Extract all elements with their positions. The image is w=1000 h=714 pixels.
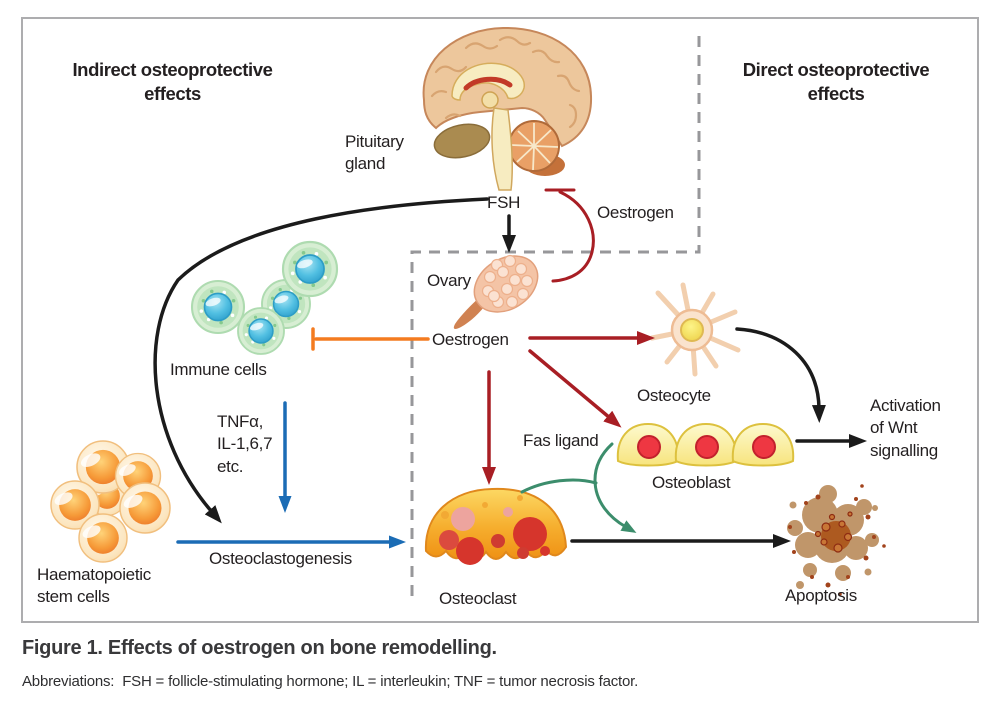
apoptosis-speckles — [788, 484, 886, 596]
wnt-activation-label: Activation of Wnt signalling — [870, 396, 941, 460]
ovary-label: Ovary — [427, 271, 471, 290]
fsh-label: FSH — [487, 193, 521, 212]
brain-illustration — [422, 26, 593, 191]
pituitary-gland-label: Pituitary gland — [345, 132, 404, 174]
figure-border — [21, 17, 979, 623]
green-arrows — [520, 442, 637, 533]
arrow-fas-ligand-to-apoptosis-path — [593, 442, 637, 533]
apoptosis-bubbles — [814, 511, 853, 553]
osteoclast-illustration — [424, 487, 568, 565]
apoptosis-illustration — [787, 484, 886, 596]
cytokines-label: TNFα, IL-1,6,7 etc. — [217, 412, 273, 476]
oestrogen-feedback-label: Oestrogen — [597, 203, 674, 222]
direct-effects-title: Direct osteoprotective effects — [742, 59, 930, 105]
black-arrows — [153, 197, 867, 548]
osteoclastogenesis-label: Osteoclastogenesis — [209, 549, 352, 568]
oestrogen-label: Oestrogen — [432, 330, 509, 349]
orange-inhibition — [311, 327, 430, 351]
osteoclast-label: Osteoclast — [439, 589, 517, 608]
immune-cells-illustration — [190, 240, 339, 355]
immune-cells-label: Immune cells — [170, 360, 267, 379]
blue-arrows — [176, 401, 406, 549]
osteoblast-label: Osteoblast — [652, 473, 731, 492]
red-arrows — [482, 188, 655, 485]
apoptosis-label: Apoptosis — [785, 586, 857, 605]
haematopoietic-stem-cells-label: Haematopoietic stem cells — [37, 565, 151, 607]
ovary-illustration — [453, 254, 539, 329]
indirect-effects-title: Indirect osteoprotective effects — [72, 59, 273, 105]
arrow-osteocyte-to-wnt — [735, 327, 826, 423]
fas-ligand-label: Fas ligand — [523, 431, 599, 450]
arrow-fsh-to-stem-cells — [153, 197, 489, 524]
arrow-oestrogen-to-osteoblast — [528, 349, 622, 428]
osteoblast-illustration — [616, 423, 795, 467]
haematopoietic-stem-cells-illustration — [50, 440, 171, 563]
figure-caption-abbreviations: Abbreviations: FSH = follicle-stimulatin… — [22, 673, 639, 690]
osteocyte-label: Osteocyte — [637, 386, 711, 405]
inhibition-oestrogen-to-fsh — [551, 190, 595, 283]
ovary-follicles — [481, 254, 534, 309]
osteocyte-illustration — [649, 282, 741, 377]
figure-caption-title: Figure 1. Effects of oestrogen on bone r… — [22, 637, 497, 659]
brain-gyri — [430, 36, 581, 129]
fas-ligand-branch-from-osteoclast — [520, 478, 598, 494]
cerebellum-striations — [510, 123, 559, 171]
